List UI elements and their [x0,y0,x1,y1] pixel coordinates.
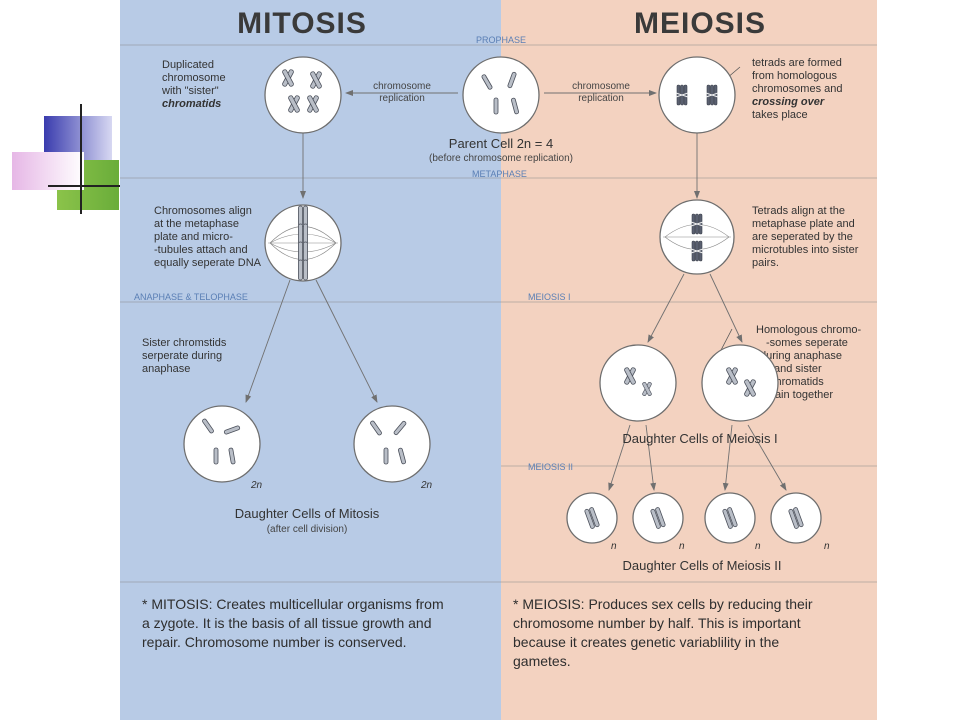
meiosis-note: * MEIOSIS: Produces sex cells by reducin… [513,596,816,669]
phase-dividers [120,44,877,583]
meiosis-2-daughter-cell-3 [704,492,756,544]
phase-prophase: PROPHASE [476,35,526,45]
meiosis-prophase-cell [658,56,736,134]
mitosis-left-2n: 2n [250,480,263,491]
meiosis-2-daughter-cell-4 [770,492,822,544]
daughter-meiosis-2-label: Daughter Cells of Meiosis II [623,558,782,573]
decorative-squares [12,104,122,214]
arrow-m1a-right [645,424,657,491]
mitosis-note: * MITOSIS: Creates multicellular organis… [142,596,448,650]
meiosis-title: MEIOSIS [634,7,766,40]
mitosis-right-2n: 2n [420,480,433,491]
meiosis-2-n-2: n [679,541,685,552]
phase-meiosis-1: MEIOSIS I [528,292,571,302]
mitosis-title: MITOSIS [237,7,367,40]
mitosis-meiosis-diagram: MITOSIS MEIOSIS PROPHASE METAPHASE ANAPH… [120,0,877,720]
deco-pink-square [12,152,84,190]
arrow-meiosis-left [647,273,685,343]
daughter-meiosis-1-label: Daughter Cells of Meiosis I [622,431,777,446]
duplicated-chromosome-label: Duplicated chromosome with "sister" chro… [161,59,229,110]
meiosis-2-daughter-cell-1 [566,492,618,544]
arrow-meiosis-right [709,273,743,343]
meiosis-2-daughter-cell-2 [632,492,684,544]
chromosomes-align-label: Chromosomes align at the metaphase plate… [154,205,262,269]
parent-cell [462,56,540,134]
meiosis-1-daughter-cell-left [599,344,677,422]
daughter-mitosis-sublabel: (after cell division) [267,524,348,535]
daughter-mitosis-label: Daughter Cells of Mitosis [235,506,380,521]
tetrads-formed-label: tetrads are formed from homologous chrom… [752,57,846,121]
meiosis-2-n-4: n [824,541,830,552]
meiosis-metaphase-cell [659,199,735,275]
meiosis-1-daughter-cell-right [701,344,779,422]
arrow-m1b-left [722,424,733,491]
parent-cell-label: Parent Cell 2n = 4 [449,136,553,151]
flow-arrows [245,90,787,491]
mitosis-metaphase-cell [264,204,342,282]
meiosis-2-n-1: n [611,541,617,552]
phase-metaphase: METAPHASE [472,169,527,179]
phase-anaphase-telophase: ANAPHASE & TELOPHASE [134,292,248,302]
phase-meiosis-2: MEIOSIS II [528,462,573,472]
arrow-m1b-right [747,424,787,491]
tetrads-align-label: Tetrads align at the metaphase plate and… [752,205,861,269]
parent-cell-sublabel: (before chromosome replication) [429,153,573,164]
mitosis-prophase-cell [264,56,342,134]
meiosis-2-n-3: n [755,541,761,552]
mitosis-daughter-cell-right [353,405,431,483]
arrow-m1a-left [608,424,631,491]
mitosis-daughter-cell-left [183,405,261,483]
arrow-mitosis-right [315,279,378,403]
sister-chromatids-label: Sister chromstids serperate during anaph… [142,337,229,375]
arrow-mitosis-left [245,279,291,403]
